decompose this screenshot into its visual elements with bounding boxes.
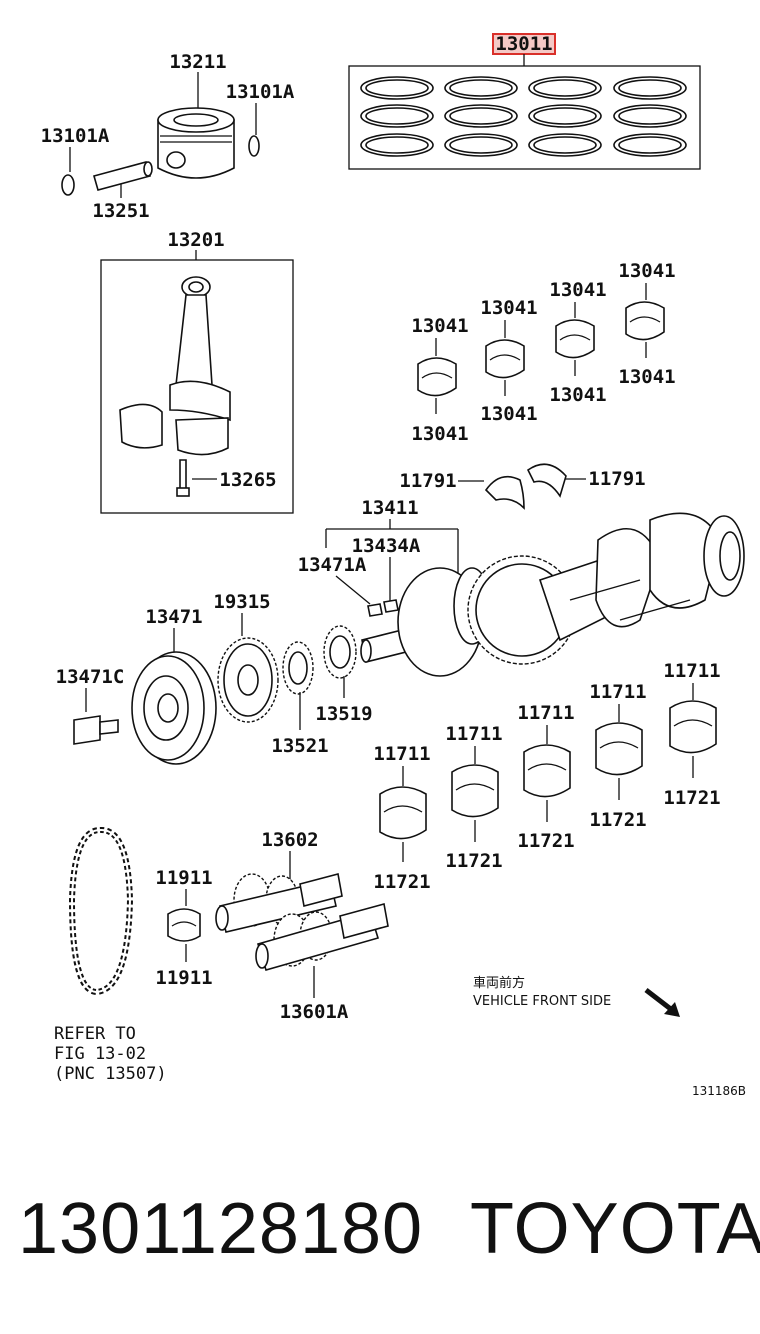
oil-pump-sprocket[interactable]: 19315 — [213, 591, 279, 723]
rod-bearing-1-bottom-label[interactable]: 13041 — [411, 423, 468, 445]
balance-bearing-bottom-label[interactable]: 11911 — [155, 967, 212, 989]
pulley-label[interactable]: 13471 — [145, 606, 202, 628]
rod-bolt[interactable]: 13265 — [192, 469, 277, 491]
piston-pin[interactable]: 13251 — [92, 161, 153, 222]
timing-gear-2[interactable]: 13519 — [315, 625, 373, 725]
balance-shaft-a[interactable]: 13601A — [255, 902, 389, 1023]
balance-shaft-label[interactable]: 13602 — [261, 829, 318, 851]
rod-bolt-label[interactable]: 13265 — [219, 469, 276, 491]
timing-gear-1[interactable]: 13521 — [271, 641, 329, 757]
part-number: 1301128180 — [18, 1189, 424, 1269]
snap-ring-left[interactable]: 13101A — [41, 125, 110, 196]
rod-bearing-4-top-label[interactable]: 13041 — [618, 260, 675, 282]
rod-bearing-3-top-label[interactable]: 13041 — [549, 279, 606, 301]
sprocket-label[interactable]: 19315 — [213, 591, 270, 613]
piston[interactable]: 13211 — [157, 51, 235, 179]
main-bearing-3-top-label[interactable]: 11711 — [517, 702, 574, 724]
timing-gear-1-label[interactable]: 13521 — [271, 735, 328, 757]
rod-bearing-1[interactable]: 13041 13041 — [411, 315, 468, 445]
main-bearing-4[interactable]: 11711 11721 — [589, 681, 646, 831]
thrust-washer-right-label[interactable]: 11791 — [588, 468, 645, 490]
crank-key-b[interactable]: 13471A — [298, 554, 383, 617]
main-bearing-4-top-label[interactable]: 11711 — [589, 681, 646, 703]
main-bearing-2-top-label[interactable]: 11711 — [445, 723, 502, 745]
front-side-jp: 車両前方 — [473, 975, 525, 991]
crank-key-a[interactable]: 13434A — [352, 535, 421, 613]
crank-pulley[interactable]: 13471 — [131, 606, 217, 765]
illustration-id: 131186B — [692, 1084, 746, 1098]
rod-bearing-2-bottom-label[interactable]: 13041 — [480, 403, 537, 425]
balance-bearing-top-label[interactable]: 11911 — [155, 867, 212, 889]
piston-ring-set[interactable]: 13011 — [348, 33, 701, 170]
rod-bearing-4[interactable]: 13041 13041 — [618, 260, 675, 388]
balance-shaft-bearing[interactable]: 11911 11911 — [155, 867, 212, 989]
timing-chain[interactable] — [68, 827, 134, 996]
pulley-bolt[interactable]: 13471C — [56, 666, 125, 745]
connecting-rod[interactable]: 13201 — [100, 229, 294, 514]
rod-bearing-2[interactable]: 13041 13041 — [480, 297, 537, 425]
front-arrow-icon — [644, 988, 680, 1017]
key-b-label[interactable]: 13471A — [298, 554, 367, 576]
main-bearing-2-bottom-label[interactable]: 11721 — [445, 850, 502, 872]
chain-note-line-1: REFER TO — [54, 1024, 136, 1044]
rod-box — [100, 259, 294, 514]
balance-shaft-a-label[interactable]: 13601A — [280, 1001, 349, 1023]
main-bearing-1[interactable]: 11711 11721 — [373, 743, 430, 893]
chain-note-line-2: FIG 13-02 — [54, 1044, 146, 1064]
main-bearing-5-top-label[interactable]: 11711 — [663, 660, 720, 682]
thrust-washer-left-label[interactable]: 11791 — [399, 470, 456, 492]
rod-bearing-3-bottom-label[interactable]: 13041 — [549, 384, 606, 406]
front-side-en: VEHICLE FRONT SIDE — [473, 994, 611, 1009]
main-bearing-1-bottom-label[interactable]: 11721 — [373, 871, 430, 893]
main-bearing-5[interactable]: 11711 11721 — [663, 660, 720, 809]
main-bearing-3-bottom-label[interactable]: 11721 — [517, 830, 574, 852]
rod-bearing-2-top-label[interactable]: 13041 — [480, 297, 537, 319]
crankshaft-label[interactable]: 13411 — [361, 497, 418, 519]
piston-label[interactable]: 13211 — [169, 51, 226, 73]
main-bearing-5-bottom-label[interactable]: 11721 — [663, 787, 720, 809]
snap-ring-right-label[interactable]: 13101A — [226, 81, 295, 103]
thrust-washer-left[interactable]: 11791 — [399, 470, 525, 510]
main-bearing-1-top-label[interactable]: 11711 — [373, 743, 430, 765]
pulley-bolt-label[interactable]: 13471C — [56, 666, 125, 688]
rod-bearing-4-bottom-label[interactable]: 13041 — [618, 366, 675, 388]
snap-ring-left-label[interactable]: 13101A — [41, 125, 110, 147]
brand-name: TOYOTA — [470, 1189, 760, 1269]
crankshaft[interactable]: 13411 — [325, 497, 745, 677]
ring-stack — [360, 76, 687, 157]
parts-diagram: 13011 13211 13101A — [41, 33, 746, 1098]
thrust-washer-right[interactable]: 11791 — [526, 463, 646, 498]
rod-bearing-3[interactable]: 13041 13041 — [549, 279, 606, 406]
main-bearing-2[interactable]: 11711 11721 — [445, 723, 502, 872]
ring-set-box — [348, 65, 701, 170]
main-bearing-4-bottom-label[interactable]: 11721 — [589, 809, 646, 831]
ring-set-label[interactable]: 13011 — [495, 33, 552, 55]
rod-label[interactable]: 13201 — [167, 229, 224, 251]
timing-gear-2-label[interactable]: 13519 — [315, 703, 372, 725]
chain-note-line-3: (PNC 13507) — [54, 1064, 167, 1084]
rod-bearing-1-top-label[interactable]: 13041 — [411, 315, 468, 337]
main-bearing-3[interactable]: 11711 11721 — [517, 702, 574, 852]
key-a-label[interactable]: 13434A — [352, 535, 421, 557]
pin-label[interactable]: 13251 — [92, 200, 149, 222]
snap-ring-right[interactable]: 13101A — [226, 81, 295, 157]
